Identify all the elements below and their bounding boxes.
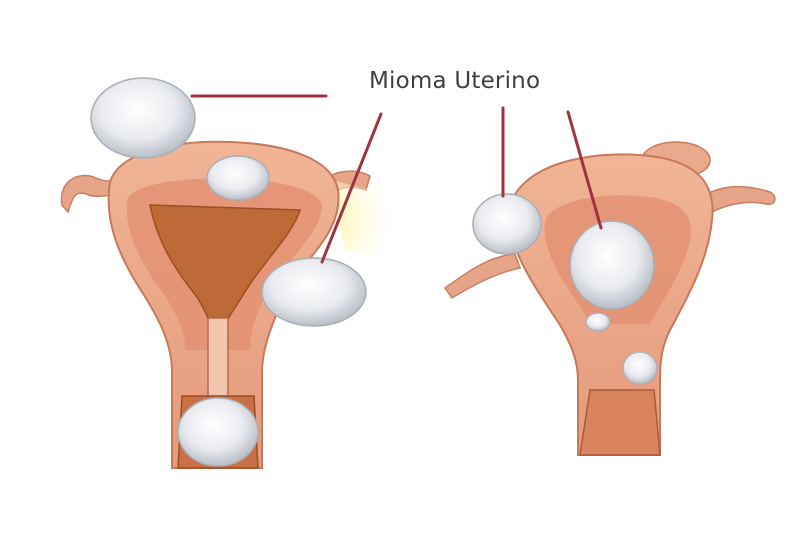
diagram-title: Mioma Uterino: [369, 68, 541, 94]
right-uterus: [443, 141, 776, 456]
right-small-fibroid-upper: [585, 312, 611, 332]
left-pedunculated-fibroid: [261, 257, 367, 327]
leader-line-4: [566, 110, 603, 230]
left-uterus: [60, 77, 395, 469]
leader-line-2: [320, 112, 383, 264]
right-small-fibroid-lower: [622, 351, 658, 385]
right-fallopian-tube-right: [704, 185, 776, 214]
right-subserosal-fibroid: [472, 193, 542, 255]
leader-lines: [190, 94, 603, 264]
left-intramural-fibroid: [206, 155, 270, 201]
left-subserosal-fibroid-top: [90, 77, 196, 159]
left-cervical-fibroid: [177, 397, 259, 467]
right-fallopian-tube-left: [443, 253, 521, 300]
right-submucosal-fibroid: [569, 220, 655, 310]
right-cervix: [579, 389, 661, 456]
